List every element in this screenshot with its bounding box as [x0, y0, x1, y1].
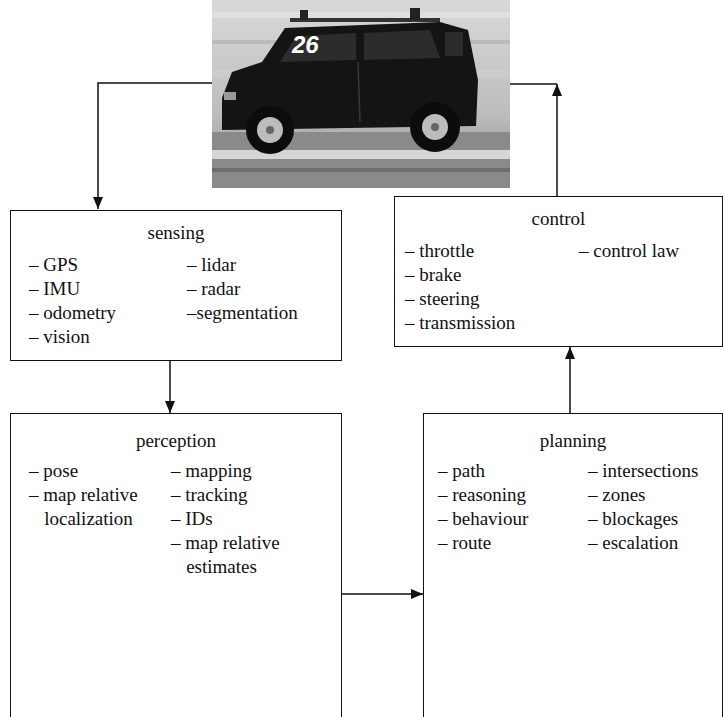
- car-photo: [212, 0, 510, 188]
- process-box: sensing– GPS– IMU– odometry– vision– lid…: [10, 210, 342, 361]
- flow-arrow: [569, 347, 571, 413]
- list-item: –segmentation: [187, 301, 332, 325]
- box-heading: sensing: [11, 221, 341, 245]
- list-item: – mapping: [171, 459, 333, 483]
- item-column: – pose– map relative localization: [29, 459, 167, 531]
- list-item: – brake: [405, 263, 573, 287]
- flow-arrow: [342, 593, 423, 595]
- item-column: – lidar– radar–segmentation: [187, 253, 332, 325]
- list-item: – behaviour: [438, 507, 586, 531]
- list-item: – steering: [405, 287, 573, 311]
- list-item: – tracking: [171, 483, 333, 507]
- list-item: – control law: [579, 239, 713, 263]
- item-column: – path– reasoning– behaviour– route: [438, 459, 586, 555]
- process-box: control – throttle– brake– steering– tran…: [394, 196, 723, 347]
- list-item: – zones: [588, 483, 715, 507]
- list-item: – blockages: [588, 507, 715, 531]
- list-item: – escalation: [588, 531, 715, 555]
- list-item: – reasoning: [438, 483, 586, 507]
- list-item: – path: [438, 459, 586, 483]
- car-number: 26: [292, 32, 319, 58]
- list-item: – IMU: [29, 277, 179, 301]
- item-column: – intersections– zones– blockages– escal…: [588, 459, 715, 555]
- feedback-line: [510, 83, 557, 85]
- list-item: – GPS: [29, 253, 179, 277]
- list-item: – IDs: [171, 507, 333, 531]
- box-heading: perception: [11, 429, 341, 453]
- list-item: – pose: [29, 459, 167, 483]
- list-item: – route: [438, 531, 586, 555]
- list-item: – transmission: [405, 311, 573, 335]
- list-item: – throttle: [405, 239, 573, 263]
- item-column: – throttle– brake– steering– transmissio…: [405, 239, 573, 335]
- box-heading: planning: [424, 429, 722, 453]
- process-box: planning – path– reasoning– behaviour– ro…: [423, 413, 723, 717]
- list-item: – radar: [187, 277, 332, 301]
- item-column: – mapping– tracking– IDs– map relative e…: [171, 459, 333, 579]
- list-item: – lidar: [187, 253, 332, 277]
- item-column: – control law: [579, 239, 713, 263]
- feedback-line: [556, 84, 558, 196]
- box-heading: control: [395, 207, 722, 231]
- list-item: – map relative localization: [29, 483, 167, 531]
- item-column: – GPS– IMU– odometry– vision: [29, 253, 179, 349]
- feedback-line: [98, 83, 212, 209]
- list-item: – intersections: [588, 459, 715, 483]
- list-item: – map relative estimates: [171, 531, 333, 579]
- process-box: perception – pose– map relative localizat…: [10, 413, 342, 717]
- list-item: – odometry: [29, 301, 179, 325]
- flow-arrow: [169, 361, 171, 413]
- list-item: – vision: [29, 325, 179, 349]
